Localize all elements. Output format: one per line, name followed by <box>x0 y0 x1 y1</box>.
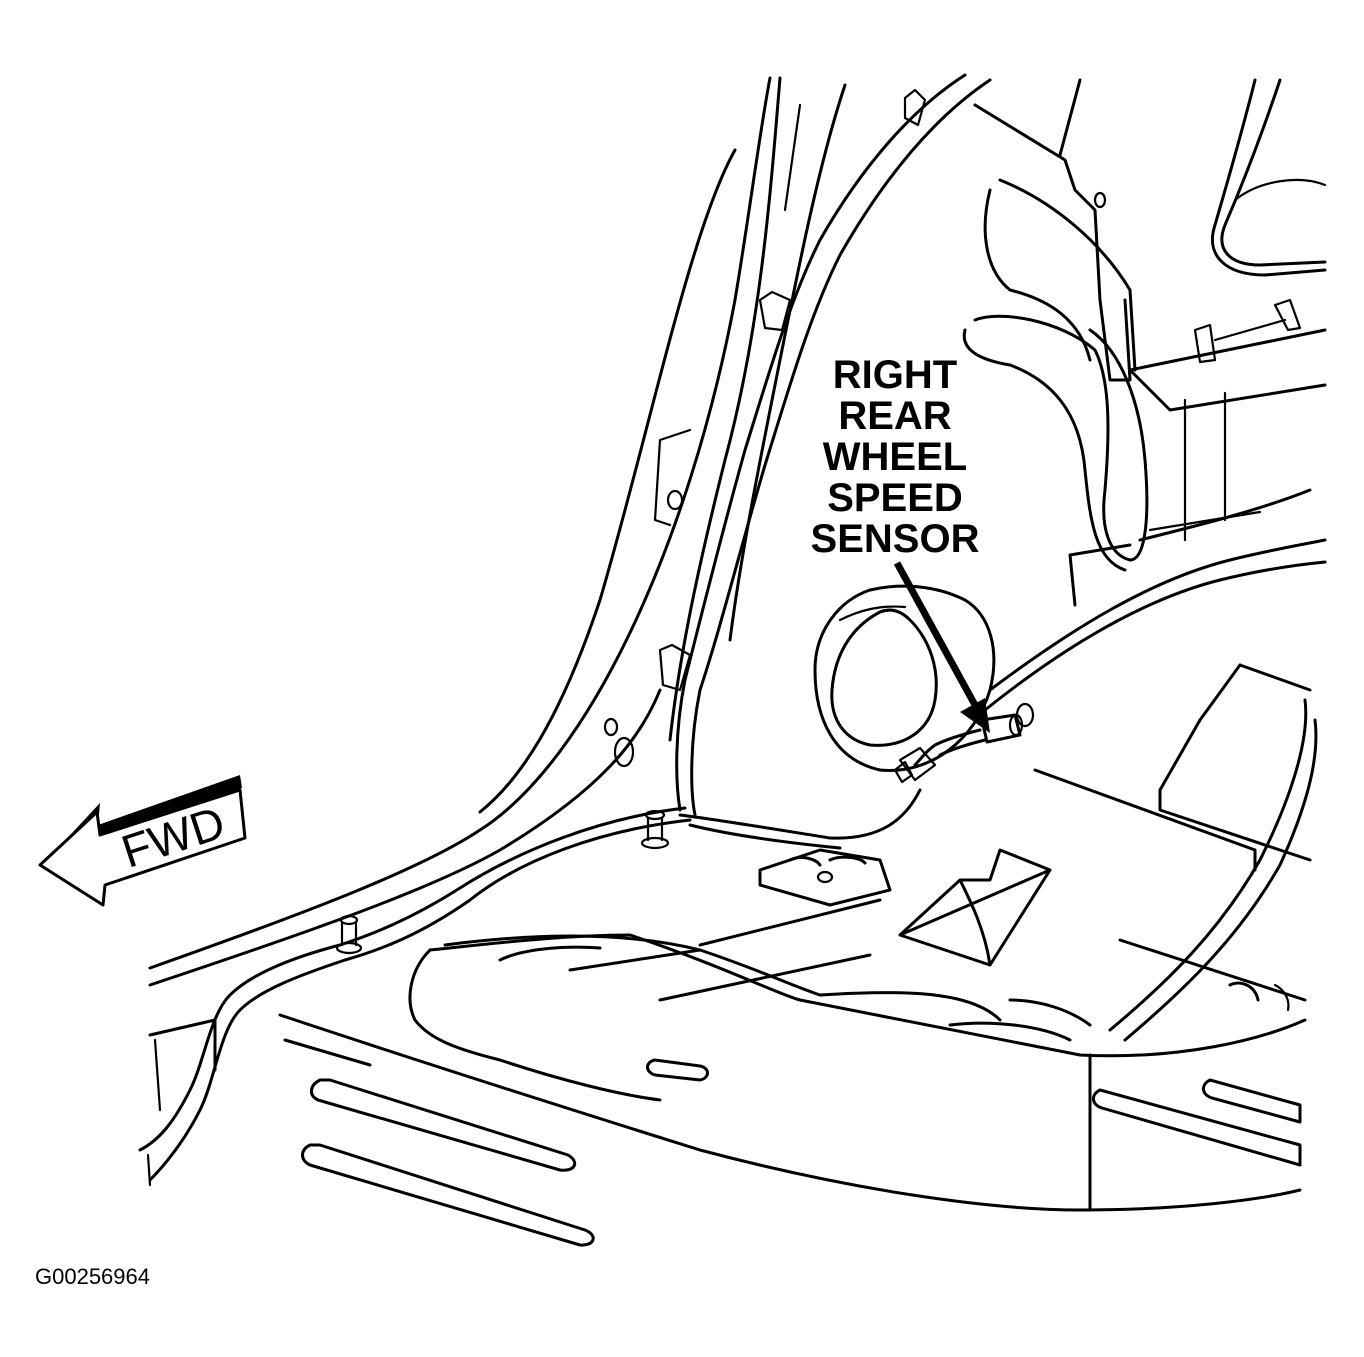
floor-ribs <box>301 1058 1302 1247</box>
callout-line-3: WHEEL <box>823 435 967 479</box>
quarter-panel-lines <box>983 538 1327 872</box>
wheel-speed-sensor <box>893 713 1024 784</box>
mounting-studs <box>335 809 670 955</box>
figure-id: G00256964 <box>35 1264 150 1289</box>
callout-line-4: SPEED <box>827 476 963 520</box>
callout-line-5: SENSOR <box>811 517 980 561</box>
inner-wheelhouse <box>962 78 1327 607</box>
callout-line-2: REAR <box>838 394 951 438</box>
callout-line-1: RIGHT <box>833 353 957 397</box>
forward-direction-arrow: FWD <box>38 775 247 907</box>
wiring-harness <box>138 73 992 1187</box>
wheelhouse-pillar <box>148 76 847 987</box>
callout-label: RIGHT REAR WHEEL SPEED SENSOR <box>811 353 980 561</box>
callout-arrow <box>893 561 990 733</box>
floor-pan <box>148 698 1318 1212</box>
